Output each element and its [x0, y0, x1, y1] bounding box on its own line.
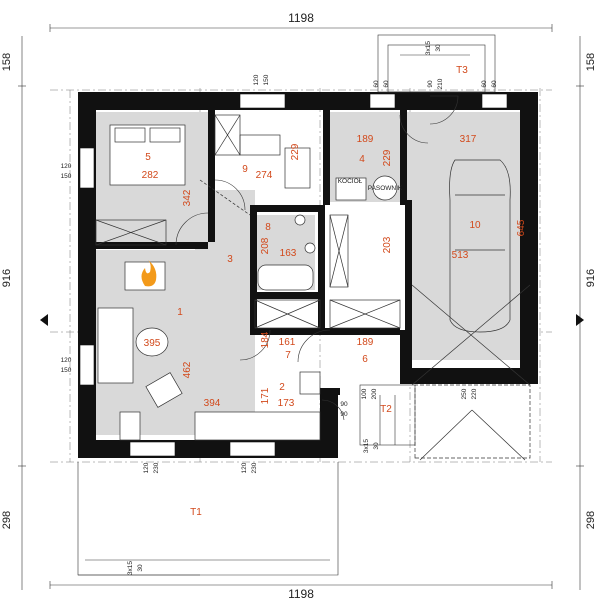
room-4-dim-c: 203	[382, 236, 393, 253]
south-left-b: 230	[153, 462, 160, 473]
room-10-number: 10	[469, 220, 481, 231]
furniture	[95, 114, 401, 441]
stairs-north-a: 3x15	[425, 41, 432, 55]
room-dimensions: 395 462 394 171 173 189 229 203 282 342 …	[142, 134, 527, 409]
room-1-dim-c: 394	[204, 398, 221, 409]
room-6-number: 6	[362, 354, 368, 365]
north-garage-b: 60	[491, 80, 498, 88]
west-top-opening-a: 120	[61, 163, 72, 170]
dimension-lines	[18, 24, 584, 590]
room-2-dim-a: 171	[260, 387, 271, 404]
room-4-dim-b: 229	[382, 149, 393, 166]
south-left-a: 120	[143, 462, 150, 473]
room-9-dim-a: 274	[256, 170, 273, 181]
east-door-b: 200	[371, 388, 378, 399]
room-1-dim-b: 462	[182, 361, 193, 378]
room-9-number: 9	[242, 164, 248, 175]
room-10-dim-b: 645	[516, 219, 527, 236]
boiler-label: KOCIOŁ	[338, 178, 363, 185]
dim-top: 1198	[288, 11, 314, 25]
east-door2-a: 90	[340, 401, 348, 408]
room-4-dim-a: 189	[357, 134, 374, 145]
dim-bottom: 1198	[288, 587, 314, 600]
room-9-dim-b: 229	[290, 143, 301, 160]
east-door-a: 100	[361, 388, 368, 399]
buffer-label: PASOWNIK	[368, 185, 403, 192]
windows	[79, 93, 508, 457]
north-garage-a: 60	[481, 80, 488, 88]
entry-stairs-east	[359, 384, 416, 446]
stairs-south-a: 3x15	[127, 561, 134, 575]
dim-right-top: 158	[585, 53, 597, 71]
stairs-north-b: 30	[435, 44, 442, 52]
room-2-dim-b: 173	[278, 398, 295, 409]
room-7-dim-a: 161	[279, 337, 296, 348]
doors	[175, 95, 459, 421]
room-7-dim-b: 184	[260, 331, 271, 348]
west-bottom-opening-b: 150	[61, 367, 72, 374]
fireplace-icon	[141, 260, 157, 287]
west-top-opening-b: 150	[61, 173, 72, 180]
room-3-number: 3	[227, 254, 233, 265]
room-1-dim-a: 395	[144, 338, 161, 349]
room-5-number: 5	[145, 152, 151, 163]
north-entry-a: 90	[427, 80, 434, 88]
dim-right-mid: 916	[585, 269, 597, 287]
section-marker-east	[576, 314, 584, 326]
north-bath-b: 60	[383, 80, 390, 88]
room-10-dim-c: 513	[452, 250, 469, 261]
garage-gate-a: 250	[461, 388, 468, 399]
dim-right-bottom: 298	[585, 511, 597, 529]
room-numbers: 1 2 3 4 5 6 7 8 9 10	[145, 152, 481, 393]
terrace-t2-label: T2	[380, 404, 392, 415]
room-6-dim-a: 189	[357, 337, 374, 348]
dim-left-mid: 916	[1, 269, 13, 287]
opening-labels: 120 150 120 150 120 150 60 60 90 210 60 …	[61, 74, 498, 473]
room-7-number: 7	[285, 350, 291, 361]
room-1-number: 1	[177, 307, 183, 318]
terrace-t3-label: T3	[456, 65, 468, 76]
room-5-dim-b: 342	[182, 189, 193, 206]
entry-stairs-north	[377, 34, 496, 93]
dim-left-bottom: 298	[1, 511, 13, 529]
west-bottom-opening-a: 120	[61, 357, 72, 364]
south-right-b: 230	[251, 462, 258, 473]
stairs-east-b: 30	[373, 442, 380, 450]
south-right-a: 120	[241, 462, 248, 473]
dim-left-top: 158	[1, 53, 13, 71]
north-entry-b: 210	[437, 78, 444, 89]
section-marker-west	[40, 314, 48, 326]
room-5-dim-a: 282	[142, 170, 159, 181]
north-window-a: 120	[253, 74, 260, 85]
terrace-t1	[77, 462, 339, 576]
room-2-number: 2	[279, 382, 285, 393]
north-bath-a: 60	[373, 80, 380, 88]
room-4-number: 4	[359, 154, 365, 165]
room-8-dim-a: 163	[280, 248, 297, 259]
room-8-dim-b: 208	[260, 237, 271, 254]
east-door2-b: 90	[340, 411, 348, 418]
stairs-east-a: 3x15	[363, 439, 370, 453]
north-window-b: 150	[263, 74, 270, 85]
stairs-south-b: 30	[137, 564, 144, 572]
room-8-number: 8	[265, 222, 271, 233]
room-10-dim-a: 317	[460, 134, 477, 145]
terrace-t1-label: T1	[190, 507, 202, 518]
garage-gate-b: 220	[471, 388, 478, 399]
